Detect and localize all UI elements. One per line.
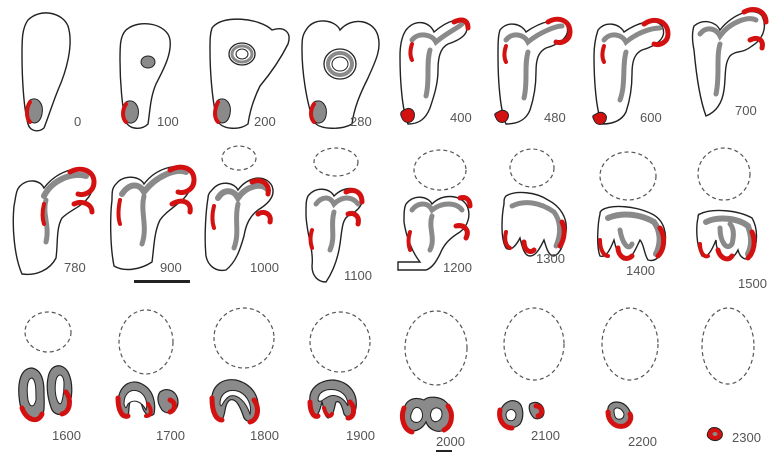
panel-200: 200 [210, 19, 289, 129]
gray-band-lower [234, 204, 238, 248]
dashed-outline [702, 308, 754, 384]
panel-label: 400 [450, 110, 472, 125]
dashed-outline [698, 148, 750, 200]
dashed-outline [602, 308, 658, 380]
dashed-outline [600, 152, 656, 200]
panel-0: 0 [22, 13, 81, 131]
dashed-outline [504, 308, 564, 380]
panel-label: 1700 [156, 428, 185, 443]
panel-1600: 1600 [19, 312, 81, 443]
arch-outer [212, 380, 259, 422]
panel-2300: 2300 [702, 308, 761, 445]
panel-label: 2000 [436, 434, 465, 449]
dashed-outline [310, 312, 370, 372]
panel-label: 200 [254, 114, 276, 129]
tissue-core [713, 432, 718, 436]
gray-band-lower [524, 52, 528, 98]
panel-1000: 1000 [205, 146, 279, 275]
inner-gray-core [141, 56, 155, 68]
inner-ring-inner [332, 57, 348, 71]
scale-bar [436, 450, 452, 452]
inner-ring-inner [236, 49, 248, 59]
panel-label: 1200 [443, 260, 472, 275]
panel-1200: 1200 [398, 150, 472, 275]
dashed-outline [214, 308, 274, 368]
panel-100: 100 [120, 24, 179, 129]
tissue-inner-2 [431, 408, 443, 422]
red-segment-left [119, 200, 121, 224]
panel-label: 1800 [250, 428, 279, 443]
panel-label: 900 [160, 260, 182, 275]
panel-700: 700 [693, 10, 767, 118]
panel-label: 280 [350, 114, 372, 129]
panel-label: 1400 [626, 263, 655, 278]
red-segment-left [311, 230, 313, 248]
panel-label: 1300 [536, 251, 565, 266]
dashed-outline [119, 310, 173, 374]
red-segment-left [409, 232, 411, 250]
dashed-outline [510, 149, 554, 187]
red-segment-left [213, 206, 215, 228]
red-segment-left [411, 44, 413, 60]
panel-label: 1600 [52, 428, 81, 443]
panel-2200: 2200 [602, 308, 658, 449]
panel-400: 400 [400, 20, 472, 125]
panel-780: 780 [13, 169, 94, 275]
panel-label: 2300 [732, 430, 761, 445]
panel-1500: 1500 [697, 148, 767, 291]
panel-label: 700 [735, 103, 757, 118]
panel-1800: 1800 [212, 308, 279, 443]
gray-band-lower [142, 196, 144, 244]
panel-1300: 1300 [502, 149, 566, 266]
tissue-blob [495, 110, 509, 122]
tissue-blob [401, 108, 415, 122]
panel-label: 1900 [346, 428, 375, 443]
panel-280: 280 [302, 21, 379, 129]
dashed-outline [414, 150, 466, 190]
dashed-outline [25, 312, 71, 352]
dashed-outline [405, 311, 467, 385]
gray-band-lower [426, 50, 430, 96]
gray-band-lower [430, 216, 432, 250]
red-segment-mid [348, 213, 358, 224]
panel-label: 2200 [628, 434, 657, 449]
crescent-inner-1 [27, 378, 36, 406]
crescent-inner-2 [55, 375, 64, 404]
panel-label: 1000 [250, 260, 279, 275]
panel-1700: 1700 [118, 310, 185, 443]
panel-1400: 1400 [598, 152, 666, 278]
panel-480: 480 [495, 19, 570, 125]
panel-label: 100 [157, 114, 179, 129]
panel-1100: 1100 [306, 148, 372, 283]
gray-band-lower [330, 212, 334, 250]
panel-label: 2100 [531, 428, 560, 443]
scale-bar [134, 280, 190, 283]
red-segment-left [603, 46, 605, 62]
red-segment-left [505, 46, 507, 62]
dashed-outline [314, 148, 358, 176]
panel-600: 600 [593, 20, 668, 125]
red-segment-mid [258, 212, 270, 222]
gray-band-lower [716, 44, 720, 94]
tissue-outer [403, 397, 451, 431]
panel-label: 780 [64, 260, 86, 275]
panel-label: 1500 [738, 276, 767, 291]
panel-2100: 2100 [500, 308, 564, 443]
panel-900: 900 [111, 166, 194, 283]
panel-1900: 1900 [310, 312, 375, 443]
panel-2000: 2000 [402, 311, 467, 452]
dashed-outline [222, 146, 256, 170]
red-segment-left [43, 204, 45, 224]
panel-label: 0 [74, 114, 81, 129]
tissue-inner [506, 410, 516, 421]
panel-label: 1100 [344, 268, 372, 283]
panel-label: 600 [640, 110, 662, 125]
tissue-blob [593, 112, 607, 124]
panel-label: 480 [544, 110, 566, 125]
